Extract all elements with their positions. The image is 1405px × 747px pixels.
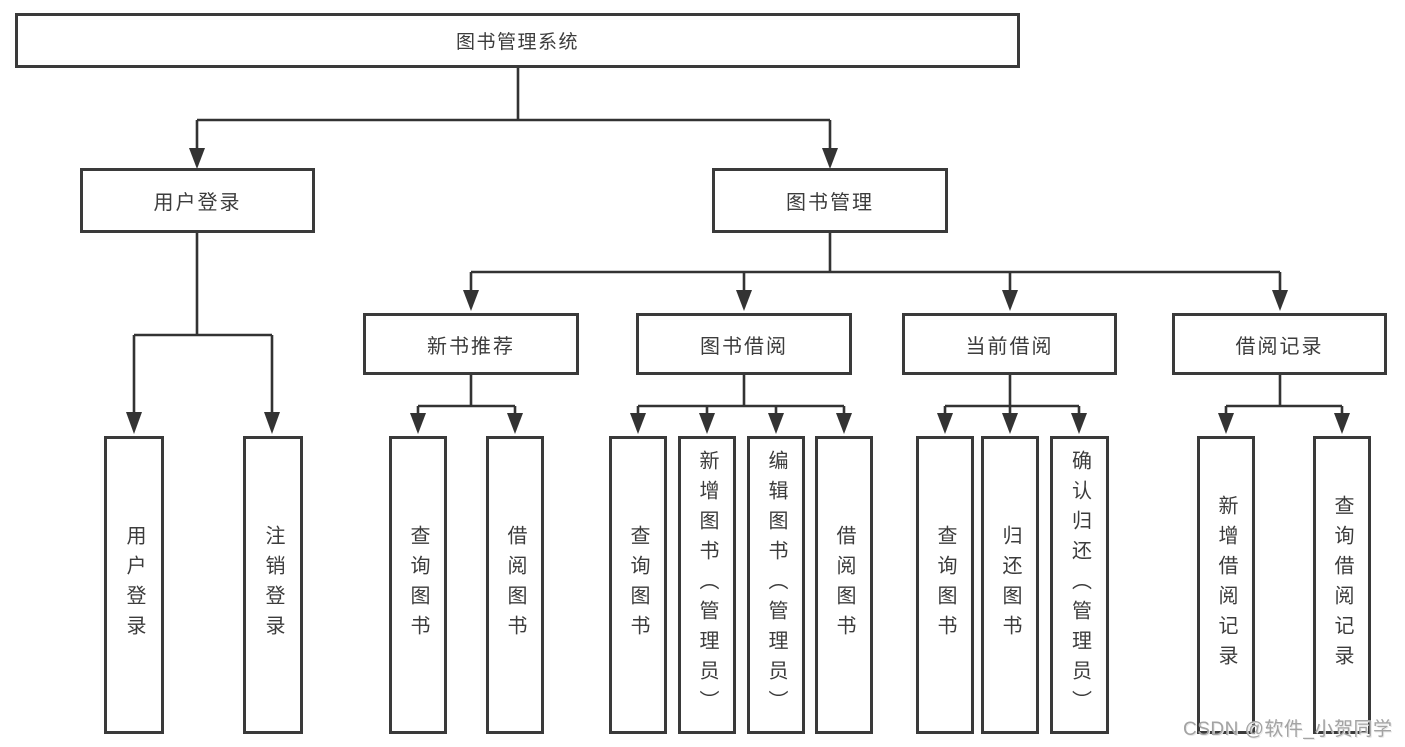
arrowhead — [768, 413, 784, 434]
leaf-current-query-books: 查询图书 — [916, 436, 974, 734]
watermark: CSDN @软件_小贺同学 — [1183, 719, 1393, 740]
leaf-user-login: 用户登录 — [104, 436, 164, 734]
leaf-borrow-borrow-books: 借阅图书 — [815, 436, 873, 734]
leaf-logout-label: 注销登录 — [262, 525, 284, 645]
leaf-logout: 注销登录 — [243, 436, 303, 734]
arrowhead — [1218, 413, 1234, 434]
leaf-records-add-record-label: 新增借阅记录 — [1215, 495, 1237, 675]
leaf-newbook-borrow-books: 借阅图书 — [486, 436, 544, 734]
node-book-management-label: 图书管理 — [786, 192, 874, 214]
node-user-login: 用户登录 — [80, 168, 315, 233]
arrowhead — [1071, 413, 1087, 434]
leaf-records-query-record-label: 查询借阅记录 — [1331, 495, 1353, 675]
arrowhead — [836, 413, 852, 434]
connector-path — [636, 375, 846, 415]
leaf-borrow-edit-books-admin: 编辑图书（管理员） — [747, 436, 805, 734]
connector-book-borrow-group — [630, 375, 852, 434]
arrowhead — [264, 412, 280, 434]
node-current-borrow: 当前借阅 — [902, 313, 1117, 375]
connector-user-login-group — [126, 233, 280, 434]
connector-path — [1224, 375, 1344, 415]
node-root-label: 图书管理系统 — [455, 32, 579, 53]
leaf-borrow-query-books-label: 查询图书 — [627, 525, 649, 645]
connector-path — [195, 68, 832, 150]
leaf-records-query-record: 查询借阅记录 — [1313, 436, 1371, 734]
connector-new-book-group — [410, 375, 523, 434]
node-book-management: 图书管理 — [712, 168, 948, 233]
leaf-user-login-label: 用户登录 — [123, 525, 145, 645]
connector-current-borrow-group — [937, 375, 1087, 434]
node-book-borrow-label: 图书借阅 — [700, 335, 788, 358]
arrowhead — [937, 413, 953, 434]
arrowhead — [463, 290, 479, 311]
arrowhead — [189, 148, 205, 169]
leaf-borrow-borrow-books-label: 借阅图书 — [833, 525, 855, 645]
connector-path — [132, 233, 274, 415]
leaf-current-confirm-return-admin-label: 确认归还（管理员） — [1068, 450, 1091, 720]
node-borrow-records: 借阅记录 — [1172, 313, 1387, 375]
node-current-borrow-label: 当前借阅 — [965, 335, 1054, 358]
connector-borrow-records-group — [1218, 375, 1350, 434]
arrowhead — [126, 412, 142, 434]
arrowhead — [1002, 290, 1018, 311]
arrowhead — [699, 413, 715, 434]
leaf-current-confirm-return-admin: 确认归还（管理员） — [1050, 436, 1109, 734]
leaf-borrow-query-books: 查询图书 — [609, 436, 667, 734]
node-new-book-recommend-label: 新书推荐 — [427, 335, 515, 358]
node-user-login-label: 用户登录 — [153, 192, 242, 214]
leaf-current-return-books: 归还图书 — [981, 436, 1039, 734]
arrowhead — [1334, 413, 1350, 434]
arrowhead — [507, 413, 523, 434]
leaf-borrow-edit-books-admin-label: 编辑图书（管理员） — [765, 450, 787, 720]
node-new-book-recommend: 新书推荐 — [363, 313, 579, 375]
leaf-borrow-add-books-admin-label: 新增图书（管理员） — [696, 450, 718, 720]
connector-path — [943, 375, 1081, 415]
leaf-current-return-books-label: 归还图书 — [999, 525, 1021, 645]
connector-root-to-level2 — [189, 68, 838, 169]
arrowhead — [1272, 290, 1288, 311]
leaf-current-query-books-label: 查询图书 — [934, 525, 956, 645]
arrowhead — [630, 413, 646, 434]
leaf-borrow-add-books-admin: 新增图书（管理员） — [678, 436, 736, 734]
connector-path — [469, 233, 1282, 292]
connector-book-management-group — [463, 233, 1288, 311]
leaf-records-add-record: 新增借阅记录 — [1197, 436, 1255, 734]
leaf-newbook-query-books: 查询图书 — [389, 436, 447, 734]
connector-path — [416, 375, 517, 415]
arrowhead — [736, 290, 752, 311]
arrowhead — [1002, 413, 1018, 434]
node-root: 图书管理系统 — [15, 13, 1020, 68]
node-borrow-records-label: 借阅记录 — [1235, 335, 1324, 358]
arrowhead — [822, 148, 838, 169]
leaf-newbook-borrow-books-label: 借阅图书 — [504, 525, 526, 645]
arrowhead — [410, 413, 426, 434]
node-book-borrow: 图书借阅 — [636, 313, 852, 375]
leaf-newbook-query-books-label: 查询图书 — [407, 525, 429, 645]
